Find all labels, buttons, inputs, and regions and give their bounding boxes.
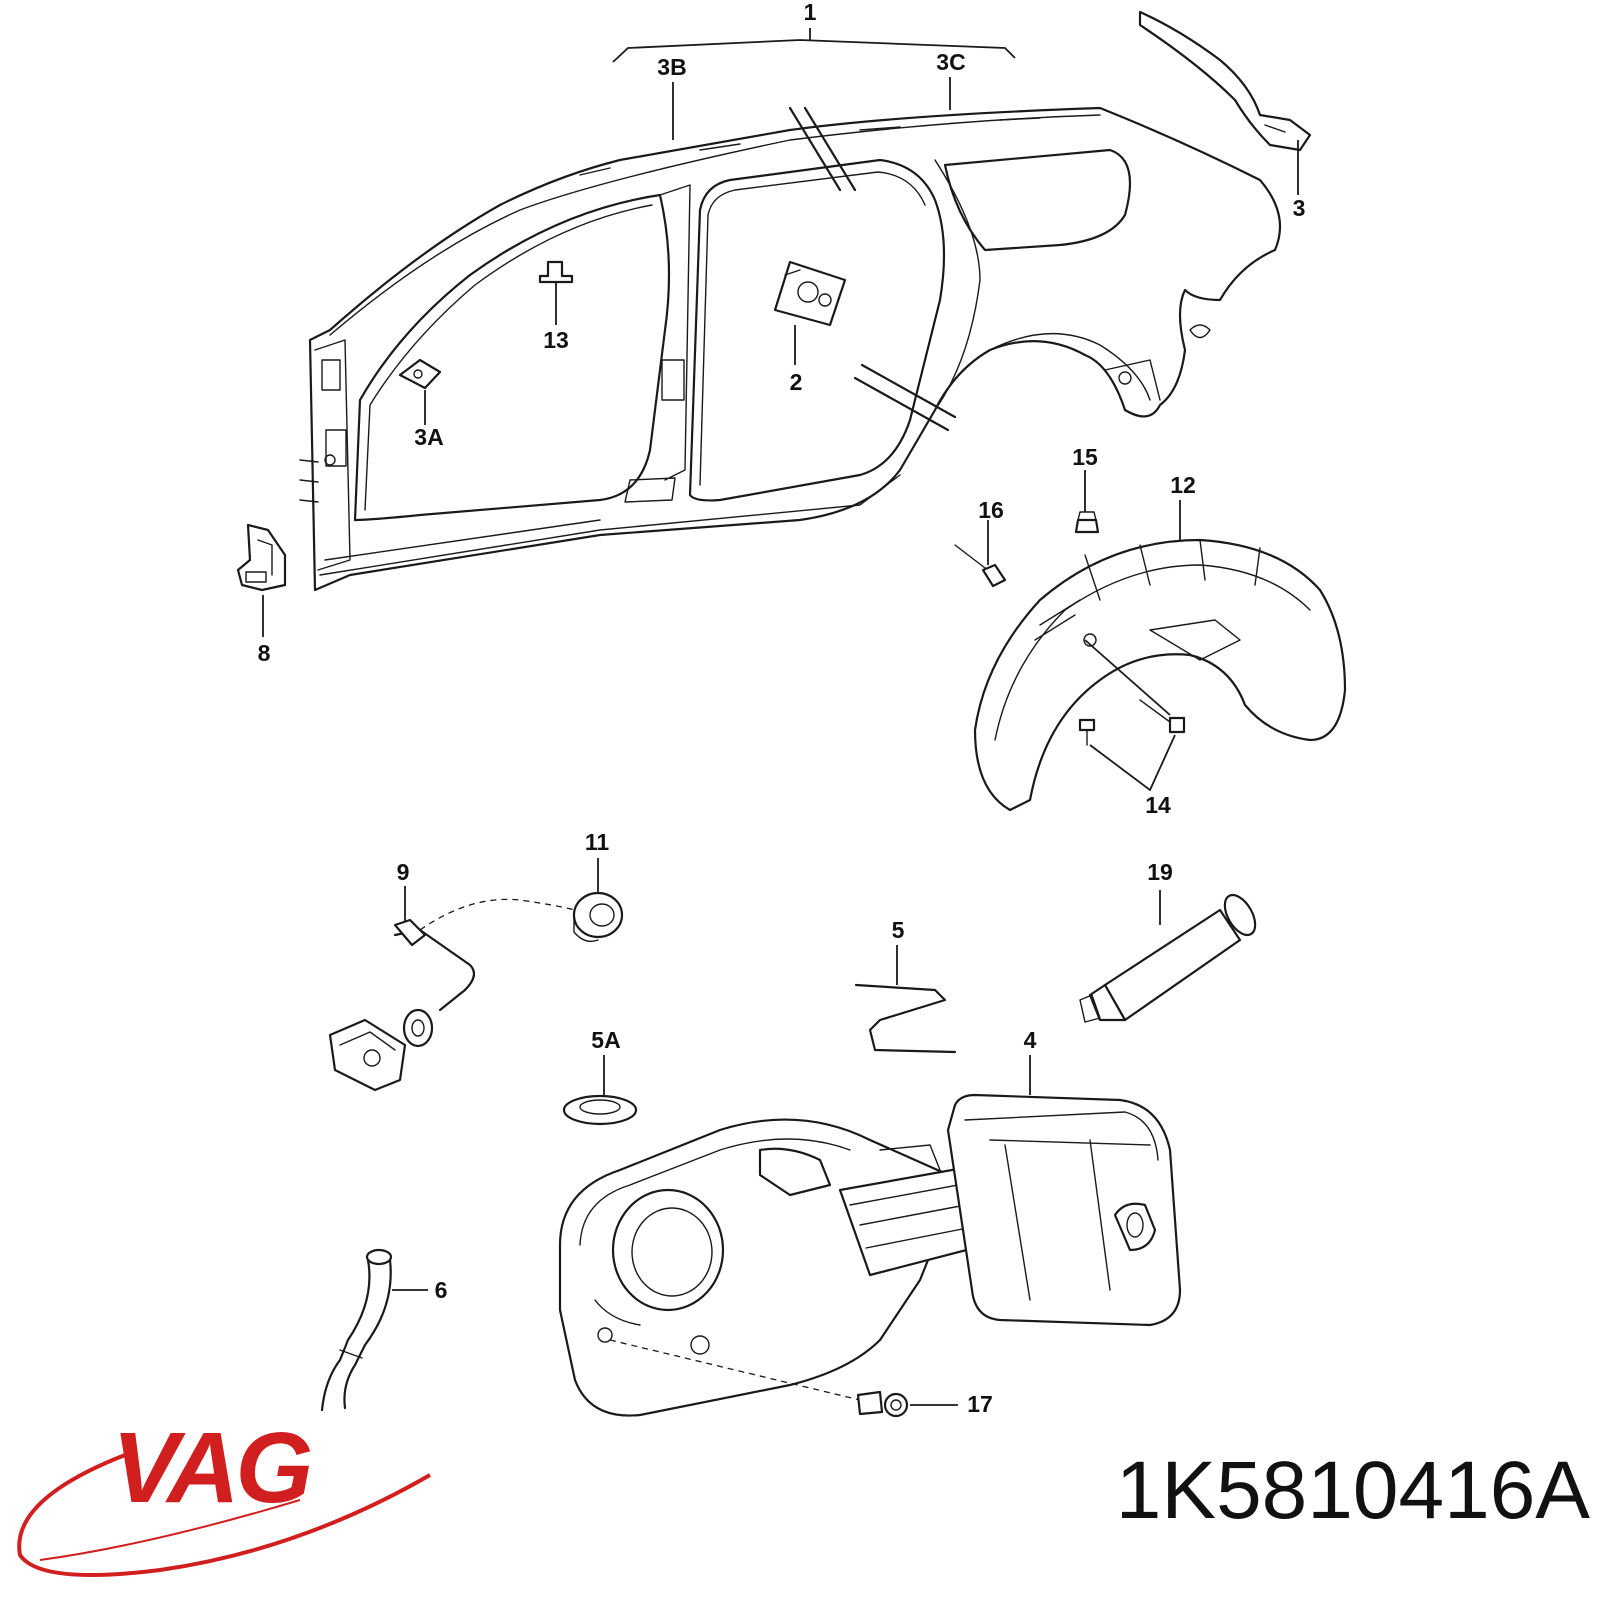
label-11: 11	[585, 829, 610, 855]
label-15: 15	[1072, 444, 1098, 470]
side-panel	[299, 106, 1282, 592]
part-6-drain-hose	[320, 1248, 393, 1412]
part-9-actuator	[328, 898, 576, 1092]
leader-lines	[262, 28, 1299, 1406]
label-6: 6	[435, 1277, 448, 1303]
part-13-clip	[538, 260, 574, 284]
label-16: 16	[978, 497, 1004, 523]
label-19: 19	[1147, 859, 1173, 885]
label-12: 12	[1170, 472, 1196, 498]
part-4-fuel-flap	[946, 1093, 1182, 1327]
brand-logo: VAG	[17, 1412, 431, 1577]
part-3-strip	[1138, 10, 1312, 152]
label-3A: 3A	[414, 424, 443, 450]
part-2-bracket	[773, 260, 847, 327]
label-4: 4	[1024, 1027, 1037, 1053]
label-14: 14	[1145, 792, 1171, 818]
label-3: 3	[1293, 195, 1306, 221]
fasteners-14-15-16	[954, 511, 1186, 746]
callout-labels: 1 2 3 3A 3B 3C 4 5 5A 6 8 9 11 12 13 14 …	[258, 0, 1306, 1417]
part-11-grommet	[572, 891, 624, 943]
part-5-spring	[854, 983, 957, 1054]
logo-text: VAG	[112, 1412, 310, 1524]
part-12-wheelhouse-liner	[973, 538, 1347, 812]
part-8-bracket	[236, 523, 287, 592]
label-17: 17	[967, 1391, 993, 1417]
label-9: 9	[397, 859, 410, 885]
part-17-screw	[609, 1339, 909, 1418]
fuel-filler-housing	[558, 1118, 1007, 1417]
label-5: 5	[892, 917, 905, 943]
label-3C: 3C	[936, 49, 965, 75]
label-3B: 3B	[657, 54, 686, 80]
part-19-syringe	[1079, 893, 1257, 1023]
label-1: 1	[804, 0, 817, 25]
label-13: 13	[543, 327, 569, 353]
part-3a-bracket	[398, 358, 442, 390]
part-number: 1K5810416A	[1115, 1445, 1590, 1536]
label-5A: 5A	[591, 1027, 620, 1053]
part-5a-seal	[562, 1094, 638, 1126]
label-8: 8	[258, 640, 271, 666]
label-2: 2	[790, 369, 803, 395]
